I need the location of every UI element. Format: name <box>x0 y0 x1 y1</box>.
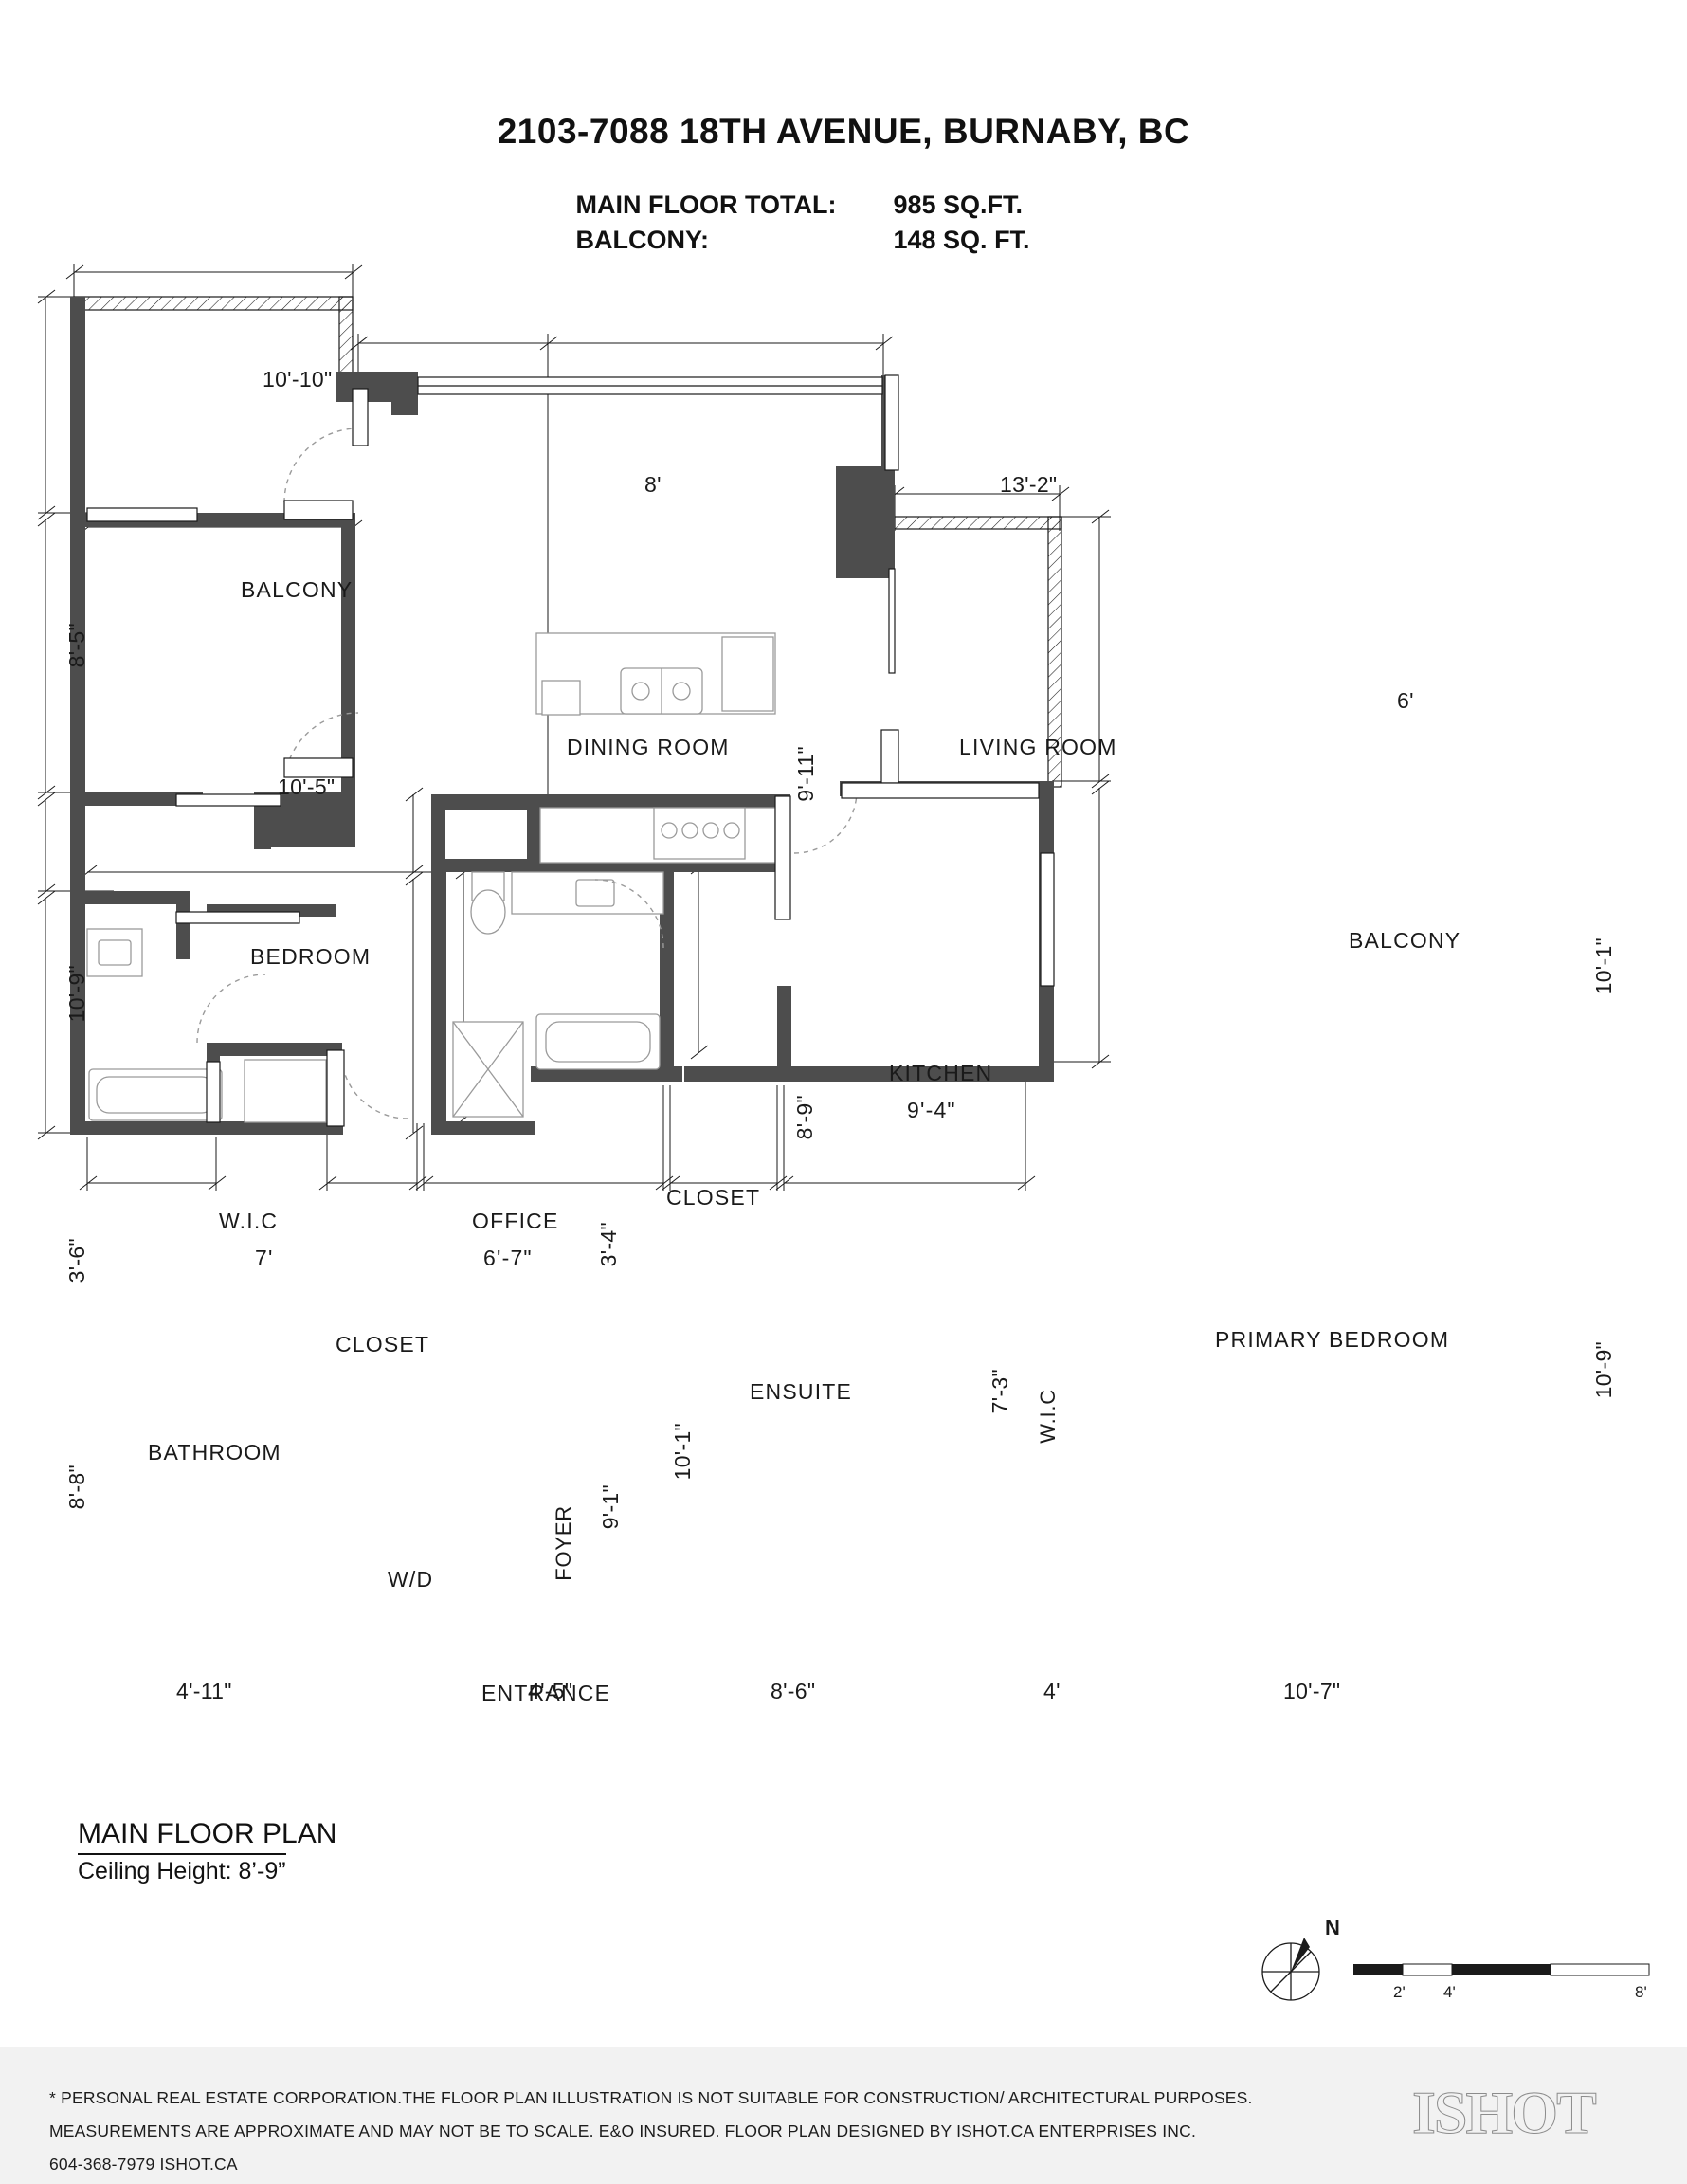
dim-3-4-dimension: 3'-4" <box>596 1222 621 1267</box>
living-room-label: LIVING ROOM <box>959 735 1117 759</box>
dim-7-3-dimension: 7'-3" <box>988 1369 1012 1414</box>
dim-10-1-dimension: 10'-1" <box>670 1423 695 1481</box>
dim-10-9-r-dimension: 10'-9" <box>1591 1341 1616 1399</box>
dim-8-dimension: 8' <box>644 472 662 497</box>
bathroom-label: BATHROOM <box>148 1440 281 1465</box>
area-row: BALCONY: 148 SQ. FT. <box>576 223 1112 258</box>
area-label: BALCONY: <box>575 226 709 255</box>
primary-bedroom-label: PRIMARY BEDROOM <box>1215 1327 1450 1352</box>
dim-9-1-dimension: 9'-1" <box>598 1484 623 1530</box>
wic-left-dim-label: 7' <box>255 1246 274 1270</box>
dim-8-6-dimension: 8'-6" <box>771 1679 816 1703</box>
north-label: N <box>1325 1916 1340 1939</box>
page-title: 2103-7088 18TH AVENUE, BURNABY, BC <box>497 112 1190 151</box>
area-summary: MAIN FLOOR TOTAL: 985 SQ.FT. BALCONY: 14… <box>576 188 1112 259</box>
fixtures <box>86 632 776 1123</box>
dim-4-11-dimension: 4'-11" <box>176 1679 232 1703</box>
dim-9-11-dimension: 9'-11" <box>793 746 818 802</box>
dim-10-1-r-dimension: 10'-1" <box>1591 937 1616 995</box>
footer-band <box>0 2048 1687 2184</box>
office-dim-label: 6'-7" <box>483 1246 533 1270</box>
compass-and-scale <box>1261 1938 1650 2001</box>
wd-label: W/D <box>388 1567 434 1592</box>
foyer-label: FOYER <box>552 1505 575 1581</box>
plan-name: MAIN FLOOR PLAN <box>78 1818 337 1849</box>
walls <box>70 297 1054 1135</box>
ceiling-height: Ceiling Height: 8’-9” <box>78 1853 286 1885</box>
bedroom-label: BEDROOM <box>250 944 372 969</box>
wic-left-label: W.I.C <box>219 1209 279 1233</box>
closet-kitchen-label: CLOSET <box>666 1185 761 1210</box>
door-swings <box>196 428 858 1119</box>
dim-8-8-dimension: 8'-8" <box>64 1465 89 1510</box>
dim-6-dimension: 6' <box>1397 688 1414 713</box>
disclaimer-line-1: * PERSONAL REAL ESTATE CORPORATION.THE F… <box>49 2088 1253 2107</box>
disclaimer-text: * PERSONAL REAL ESTATE CORPORATION.THE F… <box>49 2082 1253 2181</box>
office-label: OFFICE <box>472 1209 559 1233</box>
scale-tick-2ft: 2' <box>1393 1983 1406 2001</box>
area-row: MAIN FLOOR TOTAL: 985 SQ.FT. <box>576 188 1112 223</box>
ishot-logo: ISHOT <box>1412 2079 1598 2147</box>
closet-hall-label: CLOSET <box>336 1332 430 1356</box>
dim-8-9-dimension: 8'-9" <box>792 1095 817 1140</box>
balcony-right-label: BALCONY <box>1349 928 1461 953</box>
area-value: 148 SQ. FT. <box>893 226 1030 255</box>
balcony-hatch-walls <box>73 296 1062 788</box>
dim-4-dimension: 4' <box>1043 1679 1061 1703</box>
balcony-top-label: BALCONY <box>241 577 354 602</box>
scale-tick-8ft: 8' <box>1635 1983 1647 2001</box>
area-value: 985 SQ.FT. <box>893 191 1024 219</box>
disclaimer-line-2: MEASUREMENTS ARE APPROXIMATE AND MAY NOT… <box>49 2121 1197 2140</box>
ensuite-label: ENSUITE <box>750 1379 853 1404</box>
scale-tick-4ft: 4' <box>1443 1983 1456 2001</box>
dining-room-label: DINING ROOM <box>567 735 730 759</box>
dim-10-10-dimension: 10'-10" <box>263 367 333 391</box>
dim-3-6-dimension: 3'-6" <box>64 1238 89 1283</box>
dim-10-7-dimension: 10'-7" <box>1283 1679 1341 1703</box>
wic-primary-label: W.I.C <box>1036 1389 1060 1444</box>
entrance-label: ENTRANCE <box>481 1681 611 1705</box>
dim-13-2-dimension: 13'-2" <box>1000 472 1058 497</box>
disclaimer-line-3: 604-368-7979 ISHOT.CA <box>49 2155 238 2174</box>
north-arrow <box>1291 1938 1310 1972</box>
windows <box>86 374 1055 1127</box>
dim-4-5-dimension: 4'-5" <box>528 1679 573 1703</box>
kitchen-dim-label: 9'-4" <box>907 1098 956 1122</box>
dim-8-5-dimension: 8'-5" <box>64 623 89 668</box>
area-label: MAIN FLOOR TOTAL: <box>575 191 837 219</box>
plan-header: 2103-7088 18TH AVENUE, BURNABY, BC MAIN … <box>0 0 1687 259</box>
kitchen-label: KITCHEN <box>889 1061 993 1085</box>
dim-10-5-dimension: 10'-5" <box>278 774 336 799</box>
scale-bar <box>1353 1963 1650 1976</box>
dim-10-9-l-dimension: 10'-9" <box>64 965 89 1023</box>
